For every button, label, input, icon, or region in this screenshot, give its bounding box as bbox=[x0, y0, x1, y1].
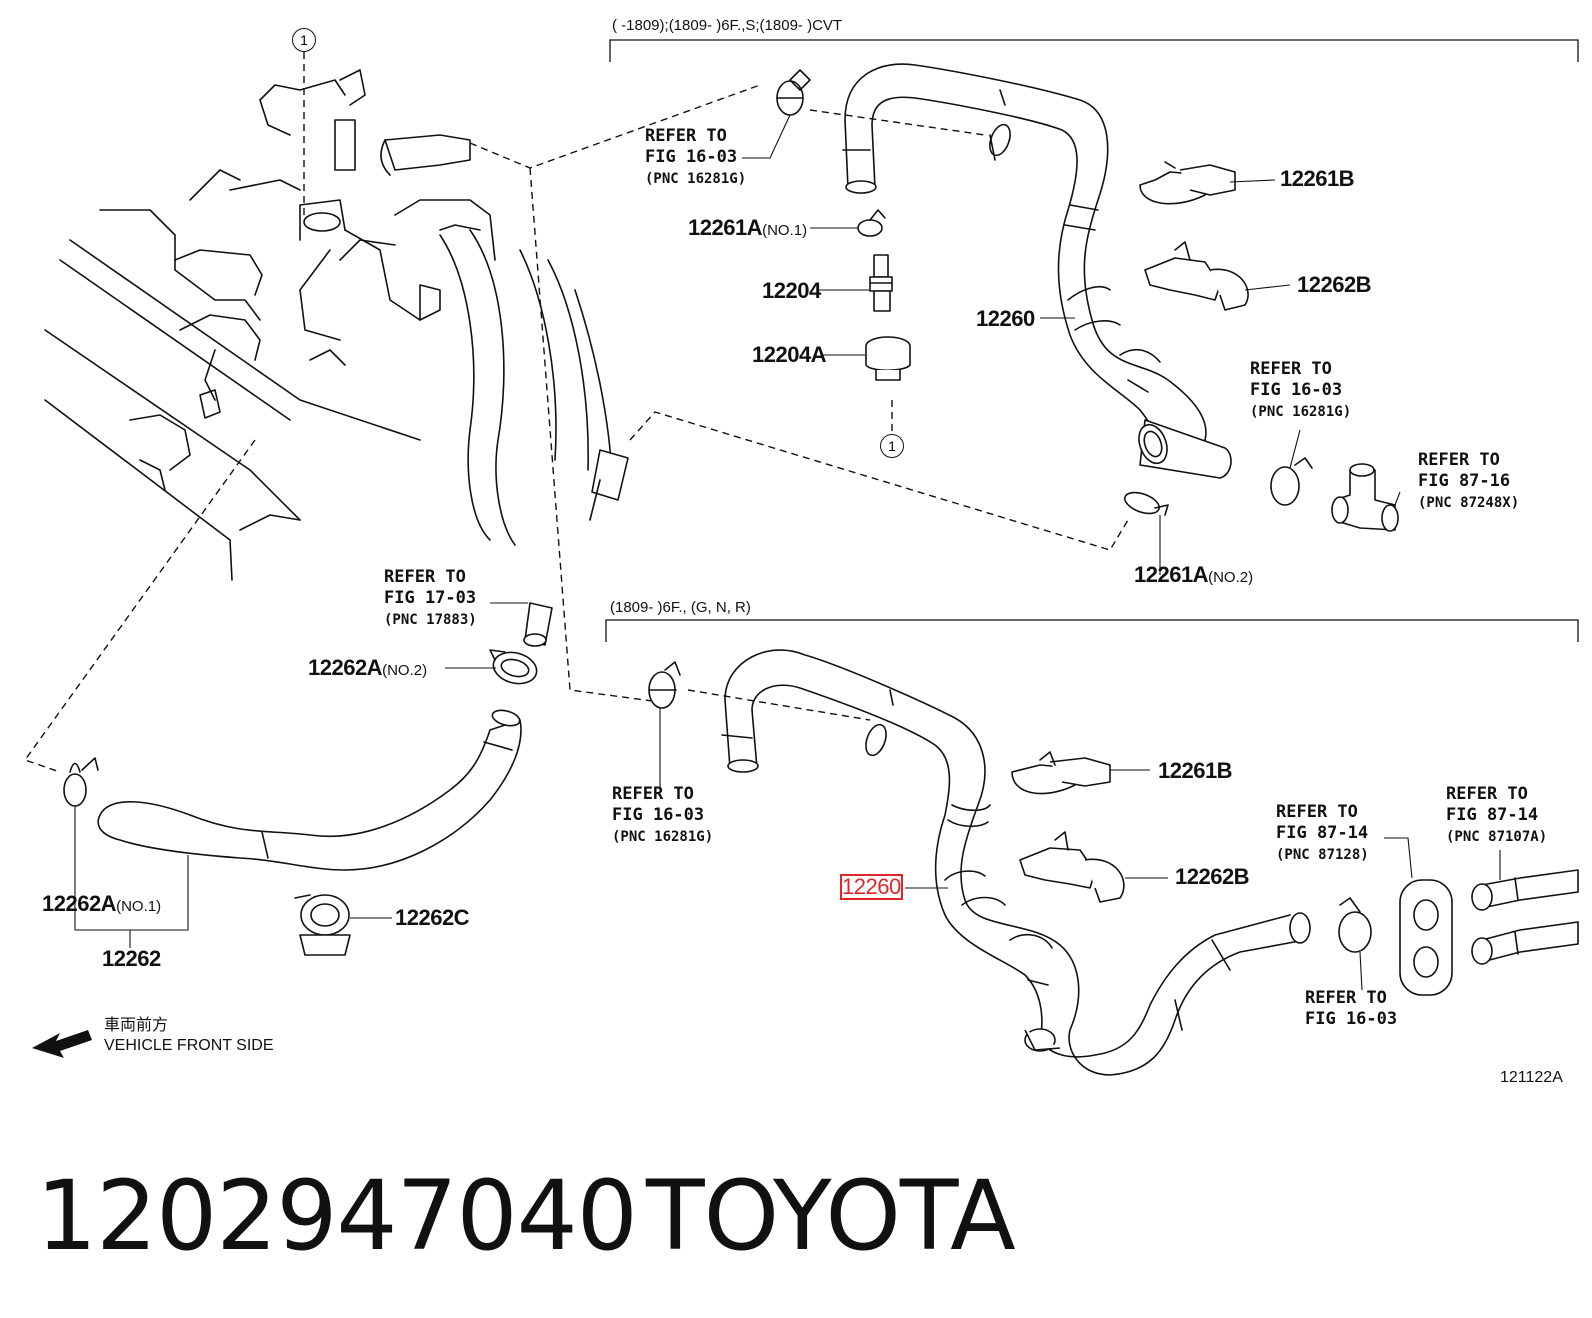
vehicle-front-arrow-icon bbox=[32, 1030, 92, 1058]
part-label-12262A-no2[interactable]: 12262A(NO.2) bbox=[308, 657, 427, 679]
dashed-guide-hose-bottom bbox=[687, 689, 871, 721]
part-number: 12261A bbox=[1134, 562, 1209, 587]
ref-pnc: (PNC 17883) bbox=[384, 612, 477, 628]
clip-12261A-no2 bbox=[1124, 491, 1169, 516]
part-suffix: (NO.1) bbox=[116, 898, 162, 915]
part-label-12262C[interactable]: 12262C bbox=[395, 905, 470, 930]
part-label-12262A-no1[interactable]: 12262A(NO.1) bbox=[42, 893, 161, 915]
ref-pnc: (PNC 87128) bbox=[1276, 847, 1369, 863]
part-label-12262[interactable]: 12262 bbox=[102, 946, 161, 971]
header-bracket-top bbox=[609, 39, 1579, 62]
engine-block-sketch bbox=[44, 69, 496, 581]
hose-12260-bottom bbox=[721, 649, 1311, 1076]
part-label-12261B-top[interactable]: 12261B bbox=[1280, 166, 1355, 191]
ref-pnc: (PNC 87107A) bbox=[1446, 829, 1548, 845]
circle-marker-top: 1 bbox=[292, 28, 316, 52]
diagram-code: 121122A bbox=[1500, 1069, 1563, 1086]
part-label-12261A-no1[interactable]: 12261A(NO.1) bbox=[688, 217, 807, 239]
ref-pnc: (PNC 16281G) bbox=[1250, 404, 1352, 420]
ref-line: REFER TO bbox=[612, 784, 694, 804]
part-label-12262B-bottom[interactable]: 12262B bbox=[1175, 864, 1250, 889]
part-label-12262B-top[interactable]: 12262B bbox=[1297, 272, 1372, 297]
header-bottom-variant: (1809- )6F., (G, N, R) bbox=[610, 599, 751, 616]
hose-12260-top bbox=[842, 63, 1232, 479]
part-number: 12262A bbox=[42, 891, 117, 916]
ref-pnc: (PNC 16281G) bbox=[645, 171, 747, 187]
ref-line: REFER TO bbox=[1446, 784, 1528, 804]
grommet-12204A bbox=[865, 336, 911, 381]
part-label-12261B-bottom[interactable]: 12261B bbox=[1158, 758, 1233, 783]
clamp-16281G-bottom-right bbox=[1338, 897, 1372, 953]
ref-line: FIG 87-14 bbox=[1276, 823, 1369, 843]
ref-line: FIG 87-14 bbox=[1446, 805, 1539, 825]
ref-pnc: (PNC 16281G) bbox=[612, 829, 714, 845]
valve-12204 bbox=[869, 254, 893, 312]
dashed-guide-left bbox=[23, 439, 256, 773]
brand-title: TOYOTA bbox=[646, 1160, 1016, 1272]
part-suffix: (NO.2) bbox=[1208, 569, 1254, 586]
clamp-12262B-bottom bbox=[1019, 831, 1125, 903]
tee-87248X bbox=[1331, 463, 1399, 532]
part-number: 12261A bbox=[688, 215, 763, 240]
ref-line: REFER TO bbox=[1250, 359, 1332, 379]
ref-line: REFER TO bbox=[1305, 988, 1387, 1008]
part-label-12260-bottom-highlighted[interactable]: 12260 bbox=[840, 874, 903, 900]
header-bracket-bottom bbox=[605, 619, 1579, 642]
dashed-guide-mid bbox=[629, 411, 1129, 551]
part-suffix: (NO.1) bbox=[762, 222, 808, 239]
part-number: 12262A bbox=[308, 655, 383, 680]
clamp-12261B-bottom bbox=[1011, 751, 1111, 795]
vehicle-front-label-jp: 車両前方 bbox=[104, 1017, 169, 1034]
connector-87128 bbox=[1399, 879, 1453, 996]
dashed-guide-main bbox=[529, 167, 661, 703]
header-top-variant: ( -1809);(1809- )6F.,S;(1809- )CVT bbox=[612, 17, 843, 34]
pipes-87107A bbox=[1471, 869, 1579, 965]
hose-17883 bbox=[523, 602, 553, 647]
engine-hoses-sketch bbox=[439, 229, 629, 546]
clamp-12262B-top bbox=[1144, 241, 1249, 311]
ref-line: REFER TO bbox=[1276, 802, 1358, 822]
ref-line: FIG 16-03 bbox=[1250, 380, 1343, 400]
ref-line: FIG 16-03 bbox=[612, 805, 705, 825]
part-number-title: 1202947040 bbox=[36, 1160, 638, 1272]
ref-line: FIG 16-03 bbox=[645, 147, 738, 167]
part-label-12261A-no2[interactable]: 12261A(NO.2) bbox=[1134, 564, 1253, 586]
part-suffix: (NO.2) bbox=[382, 662, 428, 679]
ref-line: REFER TO bbox=[645, 126, 727, 146]
clamp-16281G-right bbox=[1270, 457, 1313, 506]
part-label-12260-top[interactable]: 12260 bbox=[976, 306, 1035, 331]
ref-line: FIG 17-03 bbox=[384, 588, 477, 608]
vehicle-front-label-en: VEHICLE FRONT SIDE bbox=[104, 1037, 274, 1054]
clip-12262A-no1 bbox=[63, 757, 99, 807]
ref-pnc: (PNC 87248X) bbox=[1418, 495, 1520, 511]
ref-line: REFER TO bbox=[384, 567, 466, 587]
ref-line: REFER TO bbox=[1418, 450, 1500, 470]
part-label-12204[interactable]: 12204 bbox=[762, 278, 821, 303]
leader-lines bbox=[74, 114, 1501, 991]
part-label-12204A[interactable]: 12204A bbox=[752, 342, 827, 367]
clamp-12262A-no2 bbox=[489, 649, 538, 685]
ref-line: FIG 16-03 bbox=[1305, 1009, 1398, 1029]
clamp-12262C bbox=[294, 894, 351, 956]
clamp-16281G-bottom bbox=[648, 661, 681, 709]
ref-line: FIG 87-16 bbox=[1418, 471, 1511, 491]
clamp-16281G-top bbox=[776, 69, 811, 116]
hose-12262 bbox=[97, 709, 522, 871]
clip-12261A-no1 bbox=[857, 209, 886, 237]
circle-marker-bottom: 1 bbox=[880, 434, 904, 458]
clamp-12261B-top bbox=[1139, 161, 1236, 205]
dashed-guide-hose-top bbox=[809, 109, 986, 136]
